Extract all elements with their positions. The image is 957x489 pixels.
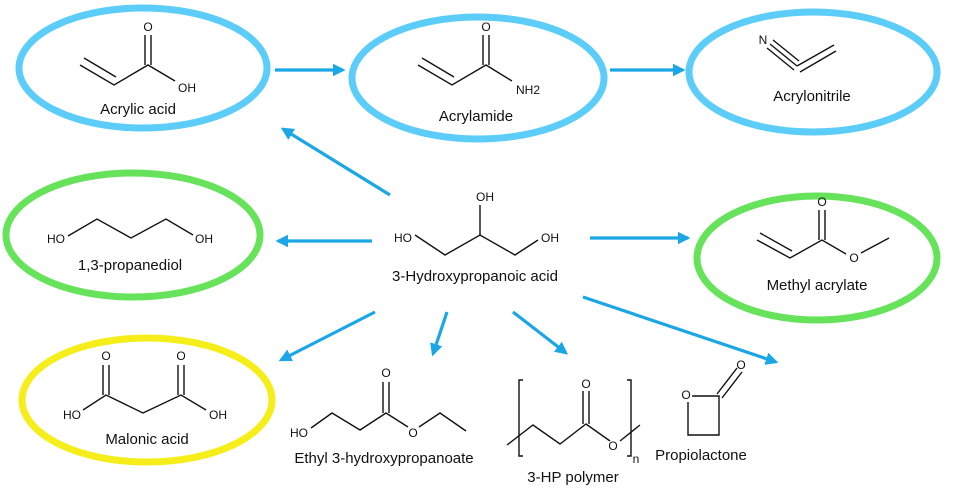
atom-label: HO [394,231,412,245]
arrow-to-acrylic-acid [280,127,391,197]
atom-label: HO [290,426,308,440]
label-methyl-acrylate: Methyl acrylate [767,277,868,294]
molecule-ethyl-3-hydroxypropanoate: O HO O Ethyl 3-hydroxypropanoate [290,366,474,467]
molecule-3hp-polymer: O O n 3-HP polymer [506,377,641,486]
ring-malonic-acid [18,334,276,466]
molecule-acrylonitrile: N Acrylonitrile [759,33,851,105]
label-acrylamide: Acrylamide [439,108,513,125]
atom-label: O [176,349,185,363]
arrow-to-malonic-acid [278,310,376,362]
atom-label: HO [47,232,65,246]
atom-label: O [608,439,617,453]
label-propanediol: 1,3-propanediol [78,257,182,274]
ring-methyl-acrylate [693,192,941,324]
molecule-propiolactone: O O Propiolactone [655,358,747,464]
atom-label: OH [541,231,559,245]
atom-label: OH [178,81,196,95]
ring-acrylic-acid [15,4,271,132]
atom-label: O [101,349,110,363]
atom-label: O [736,358,745,372]
label-3-hydroxypropanoic-acid: 3-Hydroxypropanoic acid [392,268,558,285]
atom-label: O [849,251,858,265]
atom-label: HO [63,408,81,422]
atom-label: O [481,20,490,34]
label-malonic-acid: Malonic acid [105,431,188,448]
atom-label: O [143,20,152,34]
ring-propanediol [2,169,264,301]
atom-label: N [759,33,768,47]
atom-label: OH [195,232,213,246]
molecule-acrylamide: O NH2 Acrylamide [417,20,540,125]
arrow-to-ethyl-ester [430,311,449,357]
label-acrylic-acid: Acrylic acid [100,101,176,118]
atom-label: OH [476,190,494,204]
atom-label: NH2 [516,83,540,97]
molecule-methyl-acrylate: O O Methyl acrylate [756,195,890,294]
atom-label: O [581,377,590,391]
label-ethyl-3-hydroxypropanoate: Ethyl 3-hydroxypropanoate [294,450,473,467]
arrow-to-polymer [512,310,569,355]
atom-label: n [633,452,640,466]
label-acrylonitrile: Acrylonitrile [773,88,851,105]
ring-acrylamide [348,13,608,143]
atom-label: O [408,426,417,440]
atom-label: O [681,388,690,402]
molecule-propanediol: HO OH 1,3-propanediol [47,218,213,274]
ring-acrylonitrile [685,8,941,136]
molecule-3-hydroxypropanoic-acid: HO OH OH 3-Hydroxypropanoic acid [392,190,559,285]
atom-label: OH [209,408,227,422]
label-propiolactone: Propiolactone [655,447,747,464]
atom-label: O [817,195,826,209]
atom-label: O [381,366,390,380]
arrow-to-propiolactone [582,295,779,365]
molecule-malonic-acid: O O HO OH Malonic acid [63,349,227,448]
molecule-acrylic-acid: O OH Acrylic acid [79,20,196,118]
label-3hp-polymer: 3-HP polymer [527,469,618,486]
